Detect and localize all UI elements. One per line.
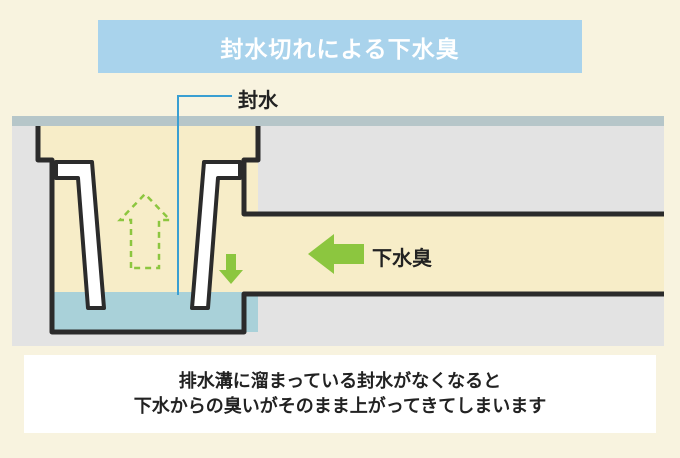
title-banner: 封水切れによる下水臭 (98, 20, 582, 73)
pipe-top-outline (241, 126, 664, 217)
caption-line-2: 下水からの臭いがそのまま上がってきてしまいます (133, 396, 547, 417)
caption-line-1: 排水溝に溜まっている封水がなくなると (178, 371, 502, 392)
seal-water-pointer (177, 95, 232, 295)
arrow-left-icon (308, 234, 364, 274)
seal-water-label: 封水 (238, 88, 278, 112)
caption-box: 排水溝に溜まっている封水がなくなると 下水からの臭いがそのまま上がってきてしまい… (24, 355, 656, 433)
arrow-down-icon (219, 254, 243, 284)
floor-strip (12, 116, 664, 126)
right-baffle (190, 160, 242, 310)
remaining-water (52, 292, 258, 332)
left-baffle (54, 160, 106, 310)
trap-outline (35, 126, 664, 335)
diagram-title: 封水切れによる下水臭 (220, 36, 460, 63)
sewer-odor-label: 下水臭 (372, 246, 432, 270)
dashed-arrow-up-icon (117, 192, 173, 270)
